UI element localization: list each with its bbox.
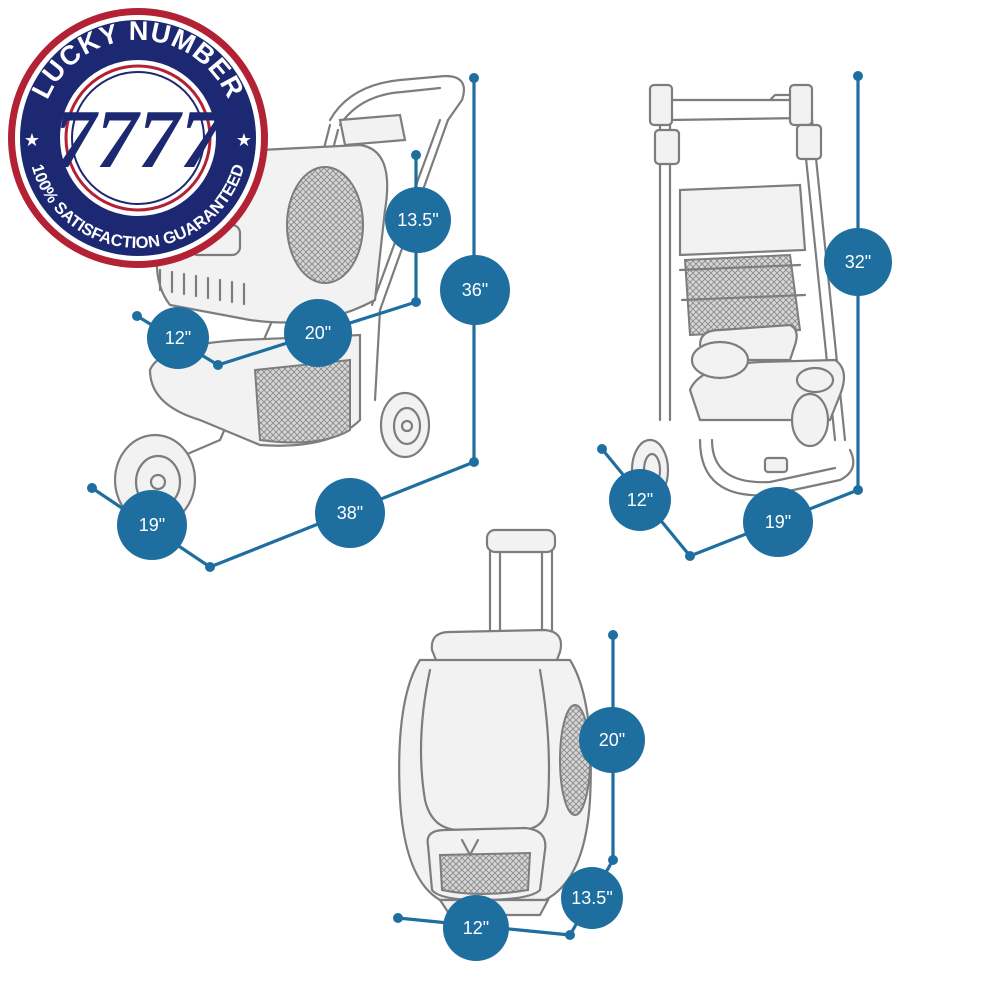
folded-stroller-illustration bbox=[630, 83, 855, 502]
svg-text:12": 12" bbox=[627, 490, 653, 510]
dimension-badge-stroller-width: 19" bbox=[117, 490, 187, 560]
dimension-badge-stroller-carrier-width: 12" bbox=[147, 307, 209, 369]
svg-text:12": 12" bbox=[463, 918, 489, 938]
svg-text:36": 36" bbox=[462, 280, 488, 300]
dimension-badge-stroller-height-carrier: 13.5" bbox=[385, 187, 451, 253]
seal-number: 7777 bbox=[54, 93, 225, 186]
dimension-badge-backpack-width: 12" bbox=[443, 895, 509, 961]
svg-text:13.5": 13.5" bbox=[571, 888, 612, 908]
dimension-badge-stroller-height-total: 36" bbox=[440, 255, 510, 325]
svg-text:32": 32" bbox=[845, 252, 871, 272]
star-icon-left: ★ bbox=[24, 130, 40, 151]
vent-slots bbox=[158, 268, 246, 306]
svg-text:19": 19" bbox=[765, 512, 791, 532]
lucky-number-seal: LUCKY NUMBER 100% SATISFACTION GUARANTEE… bbox=[8, 8, 268, 268]
svg-text:38": 38" bbox=[337, 503, 363, 523]
dimension-badge-backpack-height: 20" bbox=[579, 707, 645, 773]
dimension-badge-backpack-depth: 13.5" bbox=[561, 867, 623, 929]
dimension-badge-stroller-carrier-length: 20" bbox=[284, 299, 352, 367]
dimension-badge-folded-height: 32" bbox=[824, 228, 892, 296]
rear-wheel bbox=[379, 391, 431, 459]
svg-text:19": 19" bbox=[139, 515, 165, 535]
dimension-badge-folded-width: 19" bbox=[743, 487, 813, 557]
star-icon-right: ★ bbox=[236, 130, 252, 151]
svg-text:12": 12" bbox=[165, 328, 191, 348]
dimension-badge-stroller-depth: 38" bbox=[315, 478, 385, 548]
svg-text:13.5": 13.5" bbox=[397, 210, 438, 230]
svg-text:20": 20" bbox=[599, 730, 625, 750]
backpack-illustration bbox=[398, 528, 592, 917]
svg-text:20": 20" bbox=[305, 323, 331, 343]
dimension-badge-folded-depth: 12" bbox=[609, 469, 671, 531]
